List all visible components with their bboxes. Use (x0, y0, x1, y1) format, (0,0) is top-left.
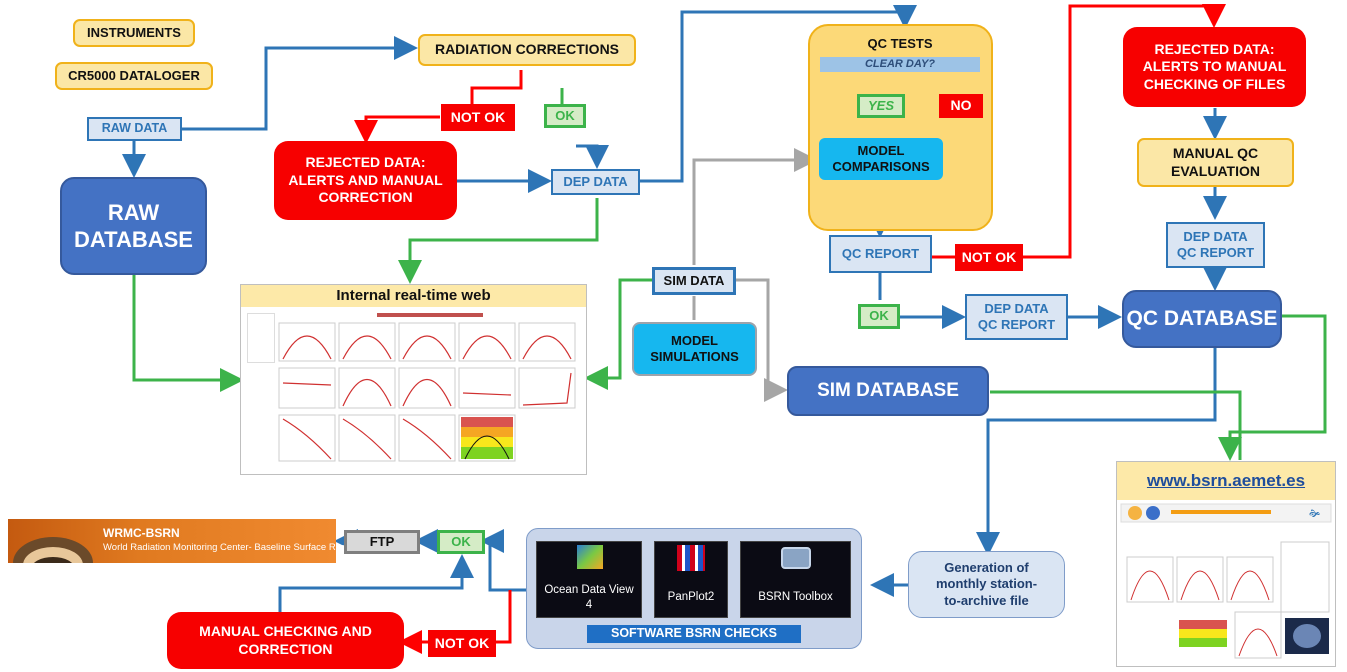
ok-box-2: OK (858, 304, 900, 329)
banner-subtitle: World Radiation Monitoring Center- Basel… (103, 542, 407, 553)
datalogger-box: CR5000 DATALOGER (55, 62, 213, 90)
generation-monthly-file-box: Generation of monthly station- to-archiv… (908, 551, 1065, 618)
bsrn-url-link[interactable]: www.bsrn.aemet.es (1117, 462, 1335, 500)
qc-tests-title: QC TESTS (867, 36, 933, 51)
dep-data-qc-report-box-2: DEP DATA QC REPORT (1166, 222, 1265, 268)
not-ok-box-3: NOT OK (428, 630, 496, 657)
software-checks-container: Ocean Data View 4 PanPlot2 BSRN Toolbox … (526, 528, 862, 649)
web-sidebar-thumbnail (247, 313, 275, 363)
panplot-icon (677, 545, 705, 571)
bsrn-toolbox-label: BSRN Toolbox (758, 591, 833, 604)
bsrn-web-panel: www.bsrn.aemet.es 🙞 (1116, 461, 1336, 667)
ok-box-3: OK (437, 530, 485, 554)
qc-database-box: QC DATABASE (1122, 290, 1282, 348)
not-ok-box-2: NOT OK (955, 244, 1023, 271)
yes-box: YES (857, 94, 905, 118)
wrmc-arc-logo (13, 537, 93, 563)
not-ok-box: NOT OK (441, 104, 515, 131)
qc-report-box: QC REPORT (829, 235, 932, 273)
rejected-data-box: REJECTED DATA: ALERTS AND MANUAL CORRECT… (274, 141, 457, 220)
wrmc-bsrn-banner: WRMC-BSRN World Radiation Monitoring Cen… (8, 519, 406, 563)
ftp-box: FTP (344, 530, 420, 554)
rejected-data-alerts-box: REJECTED DATA: ALERTS TO MANUAL CHECKING… (1123, 27, 1306, 107)
qc-tests-container: QC TESTS CLEAR DAY? YES NO MODEL COMPARI… (808, 24, 993, 231)
raw-database-box: RAW DATABASE (60, 177, 207, 275)
manual-qc-evaluation-box: MANUAL QC EVALUATION (1137, 138, 1294, 187)
raw-data-box: RAW DATA (87, 117, 182, 141)
model-simulations-box: MODEL SIMULATIONS (632, 322, 757, 376)
dep-data-box: DEP DATA (551, 169, 640, 195)
svg-text:🙞: 🙞 (1309, 509, 1320, 520)
internal-web-panel: Internal real-time web (240, 284, 587, 475)
no-box: NO (939, 94, 983, 118)
model-comparisons-box: MODEL COMPARISONS (819, 138, 943, 180)
web-plots-thumbnail (278, 313, 576, 462)
bsrn-site-thumbnail: 🙞 (1120, 503, 1332, 659)
panplot-label: PanPlot2 (667, 591, 715, 604)
ocean-data-view-label: Ocean Data View 4 (544, 584, 634, 611)
ok-box: OK (544, 104, 586, 128)
clear-day-label: CLEAR DAY? (820, 57, 980, 72)
radiation-corrections-box: RADIATION CORRECTIONS (418, 34, 636, 66)
dep-data-qc-report-box: DEP DATA QC REPORT (965, 294, 1068, 340)
banner-title: WRMC-BSRN (103, 526, 180, 540)
manual-checking-box: MANUAL CHECKING AND CORRECTION (167, 612, 404, 669)
software-checks-label: SOFTWARE BSRN CHECKS (587, 625, 801, 643)
internal-web-title: Internal real-time web (241, 285, 586, 307)
sim-database-box: SIM DATABASE (787, 366, 989, 416)
ocean-data-view-icon (577, 545, 603, 569)
instruments-box: INSTRUMENTS (73, 19, 195, 47)
sim-data-box: SIM DATA (652, 267, 736, 295)
toolbox-icon (781, 547, 811, 569)
